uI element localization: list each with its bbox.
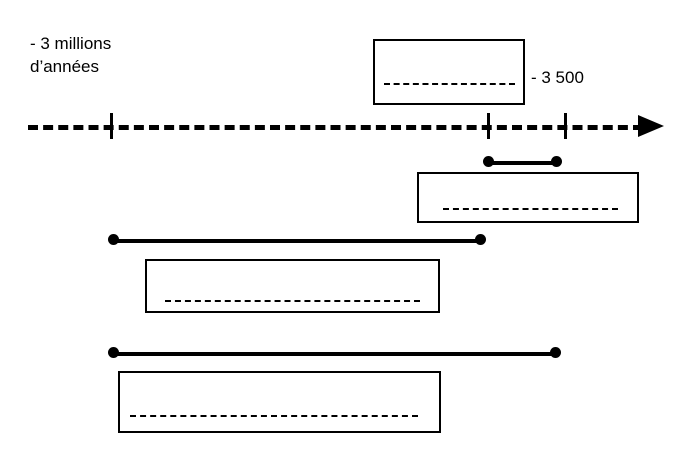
answer-box-period-3[interactable] xyxy=(118,371,441,433)
time-axis-line xyxy=(28,125,643,130)
time-axis-arrow-icon xyxy=(638,115,664,137)
period-bracket-2 xyxy=(113,239,481,243)
period-3-end-dot xyxy=(550,347,561,358)
answer-line-top xyxy=(384,83,515,85)
period-1-start-dot xyxy=(483,156,494,167)
answer-line-period-3 xyxy=(130,415,418,417)
axis-tick-2 xyxy=(487,113,490,139)
period-bracket-3 xyxy=(113,352,556,356)
axis-tick-1 xyxy=(110,113,113,139)
answer-box-top[interactable] xyxy=(373,39,525,105)
answer-line-period-2 xyxy=(165,300,420,302)
period-2-start-dot xyxy=(108,234,119,245)
answer-box-period-1[interactable] xyxy=(417,172,639,223)
answer-box-period-2[interactable] xyxy=(145,259,440,313)
date-label-3500: - 3 500 xyxy=(531,68,584,87)
axis-tick-3 xyxy=(564,113,567,139)
period-3-start-dot xyxy=(108,347,119,358)
timeline-start-label: - 3 millions d’années xyxy=(30,34,112,76)
period-bracket-1 xyxy=(488,161,557,165)
period-2-end-dot xyxy=(475,234,486,245)
period-1-end-dot xyxy=(551,156,562,167)
answer-line-period-1 xyxy=(443,208,618,210)
